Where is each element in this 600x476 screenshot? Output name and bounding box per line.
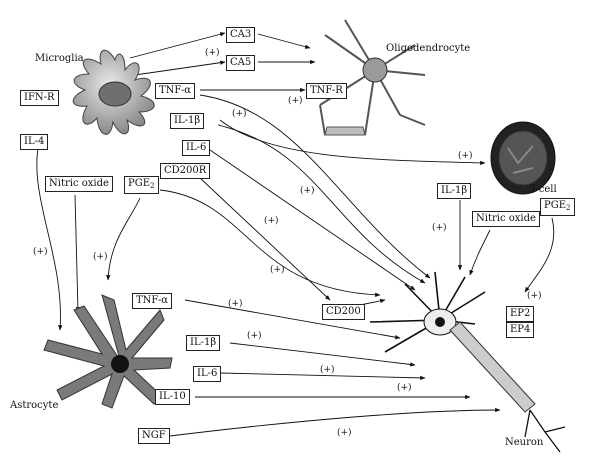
il4-box: IL-4 [20,134,49,150]
neuron-cell [369,271,566,453]
pge2-neuron-subscript: 2 [566,204,571,212]
effect-plus: (+) [300,186,315,196]
effect-plus: (+) [397,383,412,393]
effect-plus: (+) [93,252,108,262]
arrow-tnf-astro-neuron [184,299,401,340]
neuron-label: Neuron [505,437,544,448]
effect-plus: (+) [264,216,279,226]
pge2-microglia-box: PGE2 [124,176,159,194]
pge2-neuron-box: PGE2 [540,198,575,216]
oligodendrocyte-cell [319,19,426,136]
effect-plus: (+) [205,48,220,58]
tnfr-box: TNF-R [306,83,347,99]
effect-plus: (+) [247,331,262,341]
effect-plus: (+) [270,265,285,275]
arrow-nitric-astrocyte [74,194,81,313]
effect-plus: (+) [320,365,335,375]
arrow-cd200r-cd200 [199,177,331,301]
ep2-box: EP2 [506,306,535,322]
il6-microglia-box: IL-6 [182,140,211,156]
nitric-oxide-neuron-box: Nitric oxide [472,211,540,227]
effect-plus: (+) [527,291,542,301]
ep4-box: EP4 [506,322,535,338]
arrow-tnf-neuron [199,94,431,279]
arrow-pge2-astrocyte [106,197,141,281]
effect-plus: (+) [33,247,48,257]
il10-box: IL-10 [155,389,190,405]
arrow-ngf-neuron [169,407,501,437]
pge2-microglia-text: PGE [128,178,151,189]
effect-plus: (+) [432,223,447,233]
arrow-il6-neuron [209,149,416,291]
effect-plus: (+) [228,299,243,309]
pge2-microglia-subscript: 2 [150,182,155,190]
arrow-il4-astrocyte [36,147,63,331]
arrow-ca3-oligodendrocyte [257,33,311,49]
tcell-label: T-cell [530,184,557,195]
tcell-cell [490,121,556,195]
pge2-neuron-text: PGE [544,200,567,211]
arrow-pge2-ep2 [524,217,555,293]
effect-plus: (+) [458,151,473,161]
tnf-microglia-box: TNF-α [155,83,196,99]
microglia-cell [72,49,155,135]
astrocyte-label: Astrocyte [10,400,59,411]
il1b-astrocyte-box: IL-1β [186,335,221,351]
cd200-box: CD200 [322,304,365,320]
ca3-box: CA3 [226,27,256,43]
il1b-microglia-box: IL-1β [170,113,205,129]
ifnr-box: IFN-R [20,90,59,106]
arrow-il6-astro-neuron [219,372,426,381]
arrow-il1b-astro-neuron [229,342,416,367]
tnf-astrocyte-box: TNF-α [132,293,173,309]
ca5-box: CA5 [226,55,256,71]
oligodendrocyte-label: Oligodendrocyte [386,43,471,54]
microglia-label: Microglia [35,53,84,64]
effect-plus: (+) [337,428,352,438]
effect-plus: (+) [232,109,247,119]
cd200r-box: CD200R [160,163,211,179]
arrow-il1b-neuron [217,124,426,284]
astrocyte-cell [43,294,173,409]
effect-plus: (+) [288,96,303,106]
arrow-microglia-ca3 [129,32,226,59]
il6-astrocyte-box: IL-6 [193,366,222,382]
arrow-microglia-ca5 [134,60,226,76]
arrow-nitric-neuron-right [469,229,491,276]
il1b-neuron-box: IL-1β [437,183,472,199]
arrow-pge2-neuron [159,189,381,297]
nitric-oxide-microglia-box: Nitric oxide [45,176,113,192]
arrow-il1b-tcell [219,119,486,166]
ngf-box: NGF [138,428,170,444]
